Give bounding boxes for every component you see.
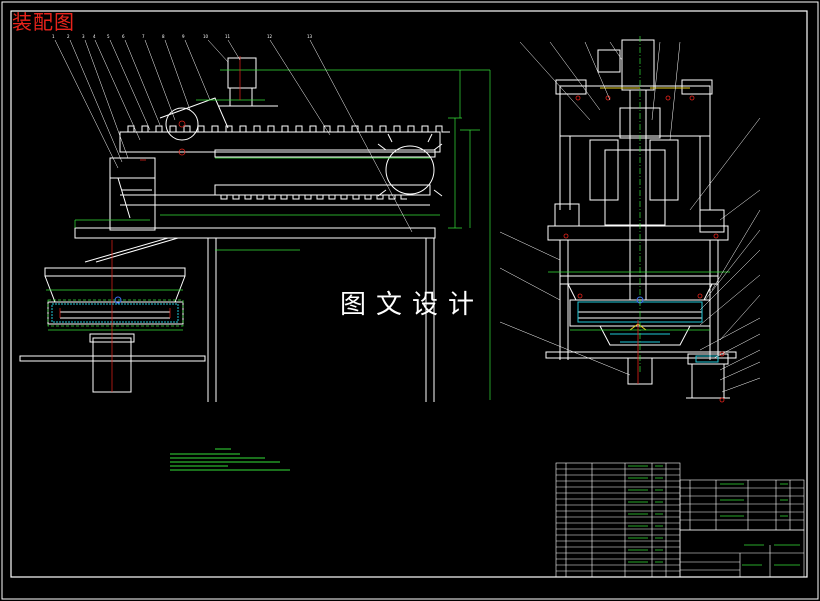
svg-text:8: 8 <box>162 34 165 39</box>
svg-text:6: 6 <box>122 34 125 39</box>
side-view <box>545 39 737 399</box>
svg-text:12: 12 <box>267 34 273 39</box>
front-view-leaders <box>54 39 413 233</box>
technical-requirements-block <box>170 448 290 471</box>
front-view-centerlines <box>59 56 241 392</box>
front-view <box>19 57 450 402</box>
drive-wheel <box>165 107 199 141</box>
svg-text:5: 5 <box>107 34 110 39</box>
side-basin <box>559 275 719 285</box>
front-view-dimensions <box>46 69 491 400</box>
parts-list-table <box>555 462 805 578</box>
svg-text:2: 2 <box>67 34 70 39</box>
side-view-centerlines <box>563 95 725 403</box>
upper-gear-frame <box>559 85 711 137</box>
side-view-leaders <box>499 41 761 393</box>
svg-text:13: 13 <box>307 34 313 39</box>
parts-list-green-cells <box>628 465 800 566</box>
side-top-motor <box>621 39 655 91</box>
right-sprocket <box>385 145 435 195</box>
svg-text:7: 7 <box>142 34 145 39</box>
drawing-title: 装配图 <box>12 10 75 34</box>
side-crossbar <box>547 225 729 241</box>
lower-basin <box>44 267 186 277</box>
watermark-text: 图文设计 <box>340 290 485 320</box>
svg-text:1: 1 <box>52 34 55 39</box>
svg-text:11: 11 <box>225 34 231 39</box>
conveyor-chain-bottom <box>214 184 431 200</box>
svg-text:9: 9 <box>182 34 185 39</box>
svg-text:3: 3 <box>82 34 85 39</box>
side-view-dimensions <box>548 36 730 372</box>
side-motor-left <box>554 203 580 227</box>
svg-text:4: 4 <box>93 34 96 39</box>
svg-text:10: 10 <box>203 34 209 39</box>
conveyor-chain-top <box>119 125 450 158</box>
top-motor <box>227 57 257 89</box>
left-drive-box <box>109 157 156 231</box>
lower-support-beam <box>19 355 206 362</box>
side-motor-right <box>699 209 725 233</box>
main-frame-table <box>74 227 436 239</box>
